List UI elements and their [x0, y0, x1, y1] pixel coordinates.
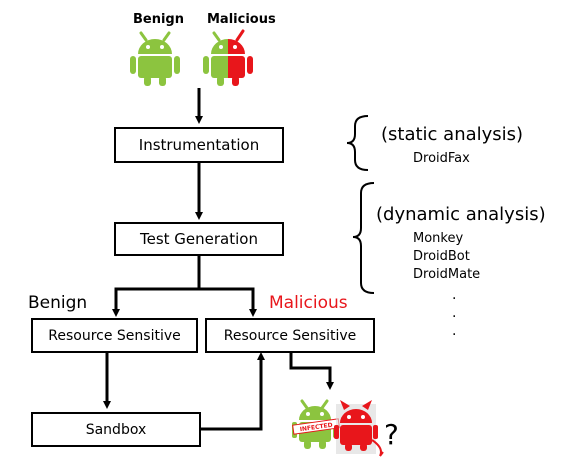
instrumentation-box: Instrumentation — [114, 127, 284, 163]
dynamic-tool-droidmate: DroidMate — [413, 267, 481, 282]
android-benign-icon — [130, 31, 180, 86]
android-infected-icon: INFECTED — [292, 399, 341, 449]
test-generation-box: Test Generation — [114, 222, 284, 256]
arrow-testgen-branch-malicious — [199, 287, 257, 317]
malicious-input-label: Malicious — [207, 12, 276, 27]
resource-sensitive-benign-label: Resource Sensitive — [48, 327, 181, 344]
dynamic-analysis-brace — [352, 182, 375, 294]
dynamic-ellipsis-2: . — [452, 305, 457, 321]
malicious-branch-label: Malicious — [269, 293, 348, 313]
benign-input-label: Benign — [133, 12, 184, 27]
static-tool-droidfax: DroidFax — [413, 151, 470, 166]
dynamic-ellipsis-3: . — [452, 323, 457, 339]
arrow-malicious-to-outcome — [289, 351, 334, 390]
dynamic-tool-monkey: Monkey — [413, 231, 464, 246]
infected-stamp-text: INFECTED — [299, 422, 333, 434]
sandbox-box: Sandbox — [31, 412, 201, 447]
dynamic-analysis-title: (dynamic analysis) — [376, 204, 546, 225]
arrow-sandbox-to-malicious — [200, 352, 265, 431]
dynamic-tool-droidbot: DroidBot — [413, 249, 470, 264]
arrow-testgen-branch — [112, 254, 201, 317]
static-analysis-title: (static analysis) — [381, 124, 524, 145]
resource-sensitive-malicious-label: Resource Sensitive — [223, 327, 357, 344]
android-devil-icon — [334, 400, 384, 457]
outcome-question-mark: ? — [384, 418, 399, 451]
sandbox-label: Sandbox — [85, 421, 147, 438]
static-analysis-brace — [346, 115, 369, 171]
test-generation-label: Test Generation — [140, 230, 258, 248]
benign-branch-label: Benign — [28, 293, 88, 313]
android-malicious-icon — [203, 29, 253, 86]
resource-sensitive-malicious-box: Resource Sensitive — [205, 318, 375, 353]
instrumentation-label: Instrumentation — [138, 136, 260, 154]
resource-sensitive-benign-box: Resource Sensitive — [31, 318, 198, 353]
dynamic-ellipsis-1: . — [452, 287, 457, 303]
